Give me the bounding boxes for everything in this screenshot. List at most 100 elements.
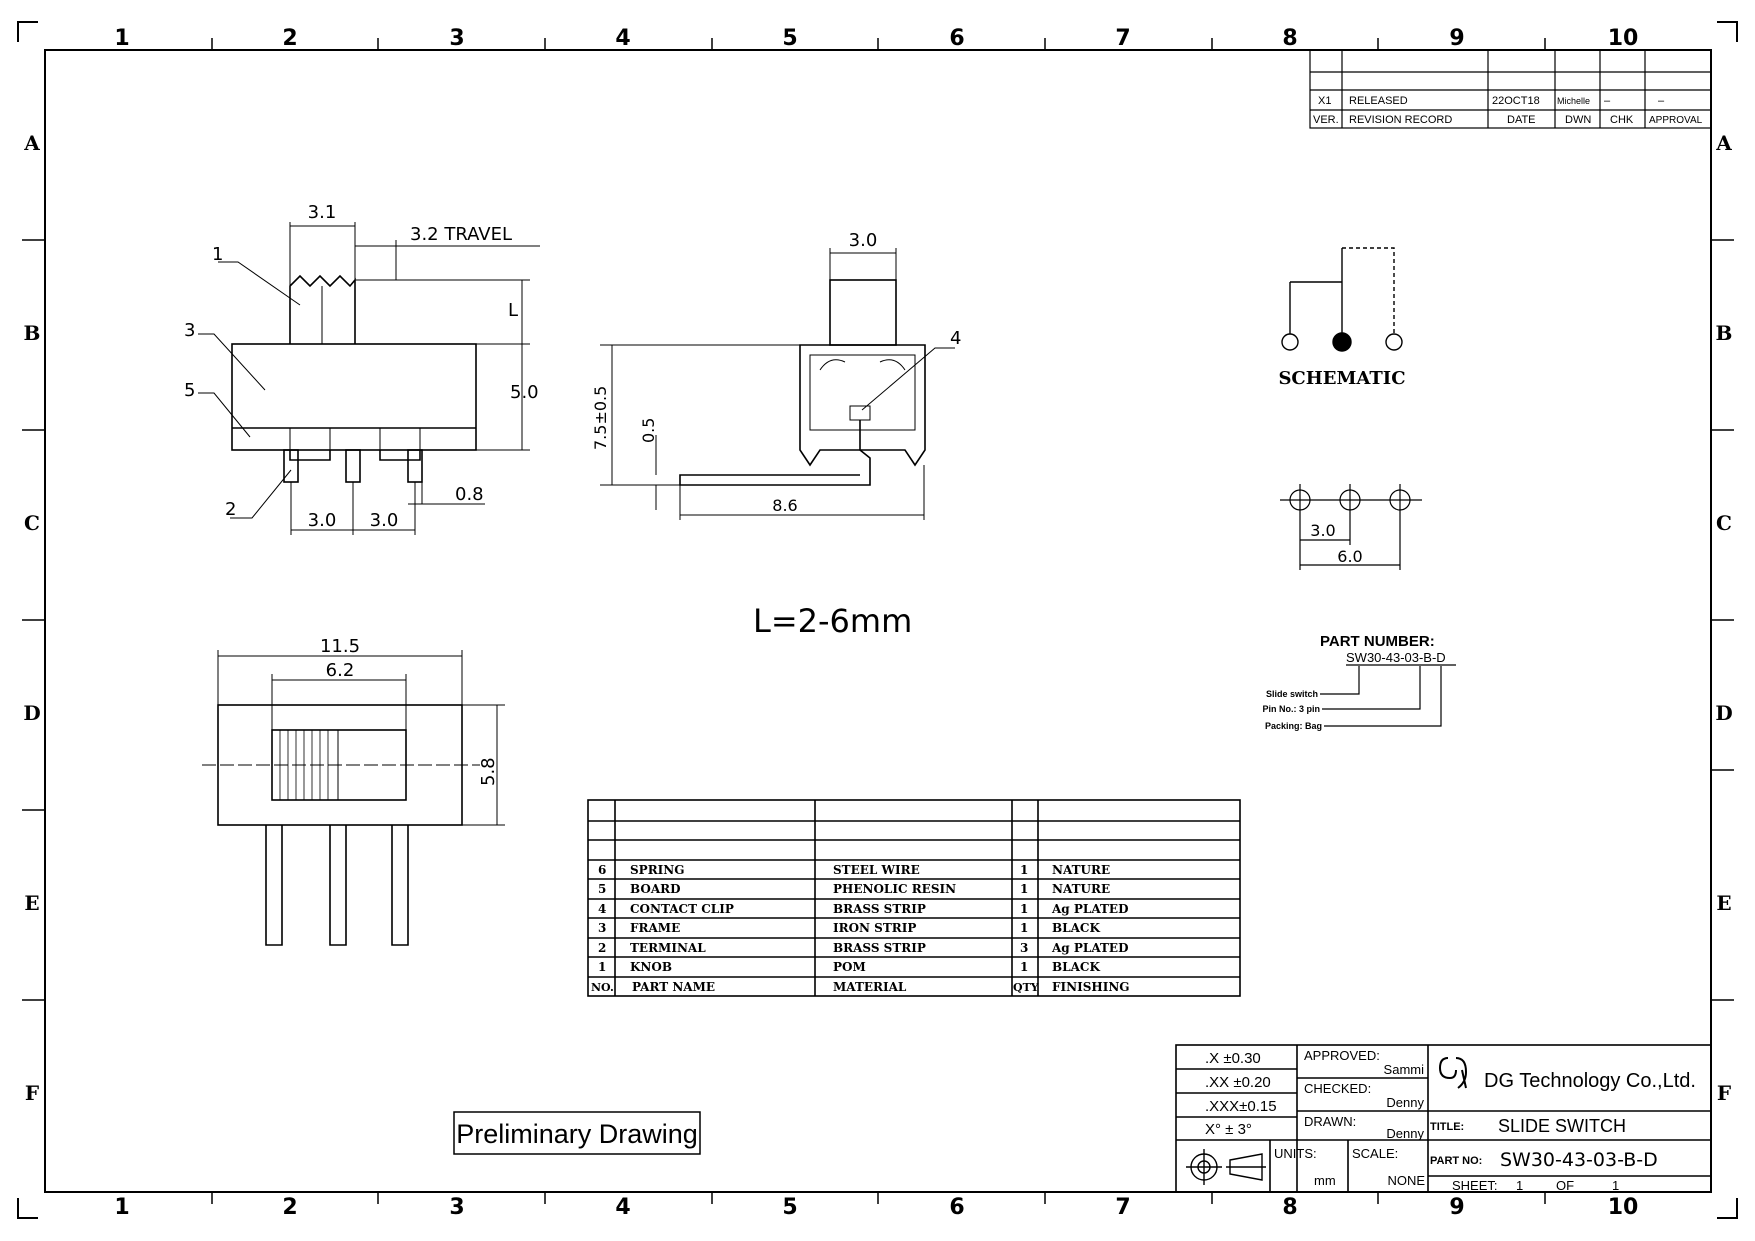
dim-end-offset: 0.5	[639, 418, 658, 443]
preliminary-stamp: Preliminary Drawing	[453, 1111, 701, 1155]
bom-name: FRAME	[630, 921, 680, 935]
title-block: .X ±0.30 .XX ±0.20 .XXX±0.15 X° ± 3° APP…	[1175, 1044, 1712, 1193]
of-value: 1	[1612, 1178, 1619, 1193]
bom-name: KNOB	[630, 960, 672, 974]
row-label: C	[24, 511, 40, 535]
rev-ver: X1	[1318, 95, 1331, 107]
rev-date: 22OCT18	[1492, 95, 1540, 107]
dim-pitch: 3.0	[370, 510, 399, 531]
pcb-footprint: 3.0 6.0	[1280, 484, 1422, 570]
callout-4: 4	[950, 328, 961, 349]
rev-header-record: REVISION RECORD	[1349, 114, 1452, 126]
bom-header-name: PART NAME	[632, 980, 715, 994]
rev-approval: –	[1658, 95, 1665, 107]
row-label: D	[23, 701, 40, 725]
col-label: 4	[615, 1195, 630, 1220]
title-label: TITLE:	[1430, 1121, 1464, 1133]
callout-3: 3	[184, 320, 195, 341]
col-label: 1	[114, 1195, 129, 1220]
checked-name: Denny	[1386, 1095, 1424, 1110]
bom-no: 5	[598, 882, 606, 896]
col-label: 9	[1449, 1195, 1464, 1220]
zone-column-labels: 1 2 3 4 5 6 7 8 9 10 1 2 3 4 5 6 7 8 9 1…	[114, 26, 1638, 1220]
bom-no: 3	[598, 921, 606, 935]
bom-no: 6	[598, 863, 606, 877]
dim-pin-width: 0.8	[455, 484, 484, 505]
col-label: 3	[449, 1195, 464, 1220]
legend-pins: Pin No.: 3 pin	[1263, 704, 1321, 714]
dim-body-height: 5.0	[510, 382, 539, 403]
bom-qty: 1	[1020, 902, 1028, 916]
col-label: 5	[782, 26, 797, 51]
row-label: A	[1715, 131, 1732, 155]
col-label: 7	[1115, 26, 1130, 51]
bom-qty: 1	[1020, 863, 1028, 877]
dim-end-knob: 3.0	[849, 230, 878, 251]
bom-name: TERMINAL	[630, 941, 706, 955]
bom-name: SPRING	[630, 863, 685, 877]
col-label: 4	[615, 26, 630, 51]
bom-no: 4	[598, 902, 606, 916]
callout-5: 5	[184, 380, 195, 401]
dim-top-width: 11.5	[320, 636, 360, 657]
sheet-value: 1	[1516, 1178, 1523, 1193]
rev-record: RELEASED	[1349, 95, 1408, 107]
end-view: 3.0 8.6 4 7.5±0.5 0.5	[591, 230, 961, 520]
rev-header-chk: CHK	[1610, 114, 1634, 126]
col-label: 7	[1115, 1195, 1130, 1220]
top-view: 11.5 6.2 5.8	[202, 636, 505, 946]
bom-finish: NATURE	[1052, 882, 1110, 896]
col-label: 1	[114, 26, 129, 51]
bom-finish: BLACK	[1052, 960, 1100, 974]
row-label: E	[24, 891, 39, 915]
units-value: mm	[1314, 1173, 1336, 1188]
rev-header-approval: APPROVAL	[1649, 115, 1703, 126]
company-logo	[1438, 1057, 1468, 1089]
legend-packing: Packing: Bag	[1265, 721, 1322, 731]
row-label: B	[1716, 321, 1733, 345]
rev-chk: –	[1604, 95, 1611, 107]
bom-header-material: MATERIAL	[833, 980, 907, 994]
dim-l: L	[508, 300, 518, 321]
bom-finish: Ag PLATED	[1051, 941, 1128, 955]
tolerance-1: .X ±0.30	[1205, 1050, 1261, 1067]
bom-name: CONTACT CLIP	[630, 902, 734, 916]
partno-label: PART NO:	[1430, 1155, 1482, 1167]
bom-material: POM	[833, 960, 866, 974]
dim-top-depth: 5.8	[478, 757, 499, 786]
company-name: DG Technology Co.,Ltd.	[1484, 1070, 1696, 1092]
units-label: UNITS:	[1274, 1146, 1317, 1161]
drawn-label: DRAWN:	[1304, 1114, 1356, 1129]
tolerance-3: .XXX±0.15	[1205, 1098, 1277, 1115]
approved-label: APPROVED:	[1304, 1048, 1380, 1063]
zone-ticks	[22, 38, 1734, 1204]
sheet-label: SHEET:	[1452, 1178, 1498, 1193]
pcb-dim-span: 6.0	[1337, 547, 1362, 566]
part-number-legend: PART NUMBER: SW30-43-03-B-D Slide switch…	[1263, 633, 1456, 731]
col-label: 8	[1282, 26, 1297, 51]
tolerance-4: X° ± 3°	[1205, 1121, 1252, 1138]
rev-header-ver: VER.	[1313, 114, 1339, 126]
drawn-name: Denny	[1386, 1126, 1424, 1141]
legend-type: Slide switch	[1266, 689, 1318, 699]
col-label: 9	[1449, 26, 1464, 51]
bom-finish: BLACK	[1052, 921, 1100, 935]
col-label: 10	[1608, 1195, 1639, 1220]
dim-top-knob: 6.2	[326, 660, 355, 681]
col-label: 5	[782, 1195, 797, 1220]
row-label: A	[23, 131, 40, 155]
bom-name: BOARD	[630, 882, 681, 896]
of-label: OF	[1556, 1178, 1574, 1193]
bom-header-no: NO.	[591, 981, 614, 994]
bom-material: BRASS STRIP	[833, 941, 926, 955]
callout-1: 1	[212, 244, 223, 265]
part-number-title: PART NUMBER:	[1320, 633, 1435, 650]
schematic: SCHEMATIC	[1278, 247, 1406, 389]
bom-material: PHENOLIC RESIN	[833, 882, 956, 896]
schematic-label: SCHEMATIC	[1278, 368, 1405, 389]
bom-material: STEEL WIRE	[833, 863, 920, 877]
col-label: 6	[949, 26, 964, 51]
row-label: F	[25, 1081, 39, 1105]
rev-header-date: DATE	[1507, 114, 1536, 126]
